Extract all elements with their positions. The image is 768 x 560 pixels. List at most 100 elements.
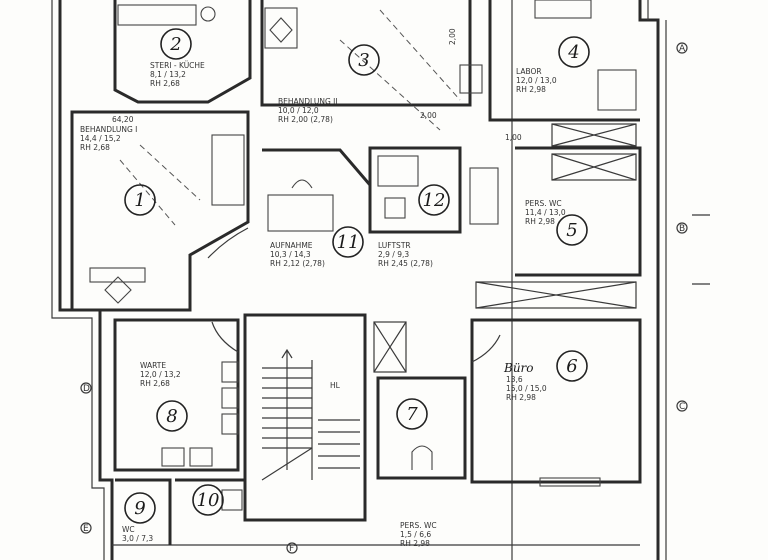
room-12-walls — [368, 146, 462, 234]
room-label-line: 10,3 / 14,3 — [270, 250, 311, 259]
room-5-walls — [515, 146, 642, 277]
room-12-wc — [469, 167, 499, 225]
room-label-line: STERI - KÜCHE — [150, 61, 205, 70]
room-2-sink — [200, 6, 216, 22]
room-label-line: 1,5 / 6,6 — [400, 530, 431, 539]
exterior-wall-west — [58, 0, 114, 560]
room-4-walls — [488, 0, 640, 122]
room-8-walls — [113, 318, 240, 472]
room-6-window — [539, 477, 601, 487]
room-6-walls — [470, 318, 642, 484]
room-11-chair — [291, 179, 313, 189]
room-1-stool — [104, 276, 132, 304]
room-5-shelf-cross — [551, 153, 637, 181]
room-8-number-circle — [156, 400, 188, 432]
room-6-number: 6 — [566, 356, 577, 377]
room-7-walls — [376, 376, 467, 480]
corridor-shelf-cross — [475, 281, 637, 309]
room-7-number: 7 — [406, 404, 418, 425]
exterior-wall-east-outer — [647, 0, 667, 560]
room-4-equipment — [597, 69, 637, 111]
room-label-line: RH 2,12 (2,78) — [270, 259, 325, 268]
room-9-number: 9 — [134, 498, 145, 519]
room-8-seat-2 — [221, 387, 239, 409]
door-swing-1 — [207, 227, 249, 259]
room-label-line: LUFTSTR — [378, 241, 411, 250]
stair-label: HL — [330, 381, 341, 390]
room-7-shaft-cross — [373, 321, 407, 373]
dimension-2: 2,00 — [420, 111, 437, 120]
room-10-number: 10 — [197, 490, 220, 511]
room-11-number-circle — [332, 226, 364, 258]
dimension-4: 1,00 — [505, 133, 522, 142]
room-label-line: 12,0 / 13,0 — [516, 76, 557, 85]
room-label-line: RH 2,98 — [506, 393, 536, 402]
room-1-desk — [89, 267, 146, 283]
room-10-wc — [221, 489, 243, 511]
room-4-shelf-a-cross — [551, 123, 637, 147]
room-label-line: PERS. WC — [400, 521, 437, 530]
dimension-1: 64,20 — [112, 115, 134, 124]
room-9-number-circle — [124, 492, 156, 524]
room-label-line: 10,0 / 12,0 — [278, 106, 319, 115]
room-label-line: 2,9 / 9,3 — [378, 250, 409, 259]
room-label-line: 3,0 / 7,3 — [122, 534, 153, 543]
room-label-line: RH 2,68 — [140, 379, 170, 388]
room-3-number: 3 — [358, 50, 369, 71]
room-1-number-circle — [124, 184, 156, 216]
room-3-cabinet — [264, 7, 298, 49]
room-label-line: WARTE — [140, 361, 166, 370]
room-7-shaft — [373, 321, 407, 373]
room-label-line: 8,1 / 13,2 — [150, 70, 186, 79]
room-label-line: WC — [122, 525, 135, 534]
room-7-wc — [411, 445, 433, 470]
room-3-cabinet-diag — [269, 17, 293, 43]
room-1-number: 1 — [134, 190, 145, 211]
room-label-line: BEHANDLUNG I — [80, 125, 137, 134]
room-1-walls — [70, 110, 250, 312]
room-6-name: Büro — [503, 361, 534, 375]
room-10-number-circle — [192, 484, 224, 516]
room-12-number-circle — [418, 184, 450, 216]
room-label-line: RH 2,68 — [80, 143, 110, 152]
room-3-sink — [459, 64, 483, 94]
room-4-number: 4 — [567, 42, 579, 63]
room-4-counter — [534, 0, 592, 19]
room-label-line: 12,0 / 13,2 — [140, 370, 181, 379]
room-3-chair-outline — [339, 9, 461, 131]
room-11-sofa — [267, 194, 334, 232]
room-10-walls — [175, 478, 247, 520]
axis-label-d: D — [83, 384, 90, 394]
room-label-line: PERS. WC — [525, 199, 562, 208]
axis-label-b: B — [679, 224, 685, 234]
axis-markers: A B C D E F — [80, 42, 688, 554]
room-2-walls — [113, 0, 252, 104]
room-5-number-circle — [556, 214, 588, 246]
room-12-box — [384, 197, 406, 219]
corridor-shelf — [475, 281, 637, 309]
exterior-wall-west-outer — [51, 0, 105, 560]
room-4-number-circle — [558, 36, 590, 68]
axis-label-e: E — [83, 524, 89, 534]
room-8-seat-1 — [221, 361, 239, 383]
stair-treads — [261, 360, 360, 481]
room-label-line: RH 2,98 — [400, 539, 430, 548]
room-1-cabinet — [211, 134, 245, 206]
dimension-3: 2,00 — [448, 28, 457, 45]
room-12-unit — [377, 155, 419, 187]
axis-label-f: F — [289, 544, 294, 554]
room-2-number-circle — [160, 28, 192, 60]
room-5-number: 5 — [566, 220, 577, 241]
room-11-number: 11 — [337, 232, 360, 253]
room-3-walls — [260, 0, 472, 107]
room-4-shelf-a — [551, 123, 637, 147]
room-label-line: 11,4 / 13,0 — [525, 208, 566, 217]
stair-arrow — [281, 348, 293, 470]
room-label-line: 15,0 / 15,0 — [506, 384, 547, 393]
room-8-number: 8 — [166, 406, 177, 427]
room-2-number: 2 — [169, 34, 181, 55]
axis-label-c: C — [679, 402, 685, 412]
door-swing-2 — [211, 321, 239, 353]
